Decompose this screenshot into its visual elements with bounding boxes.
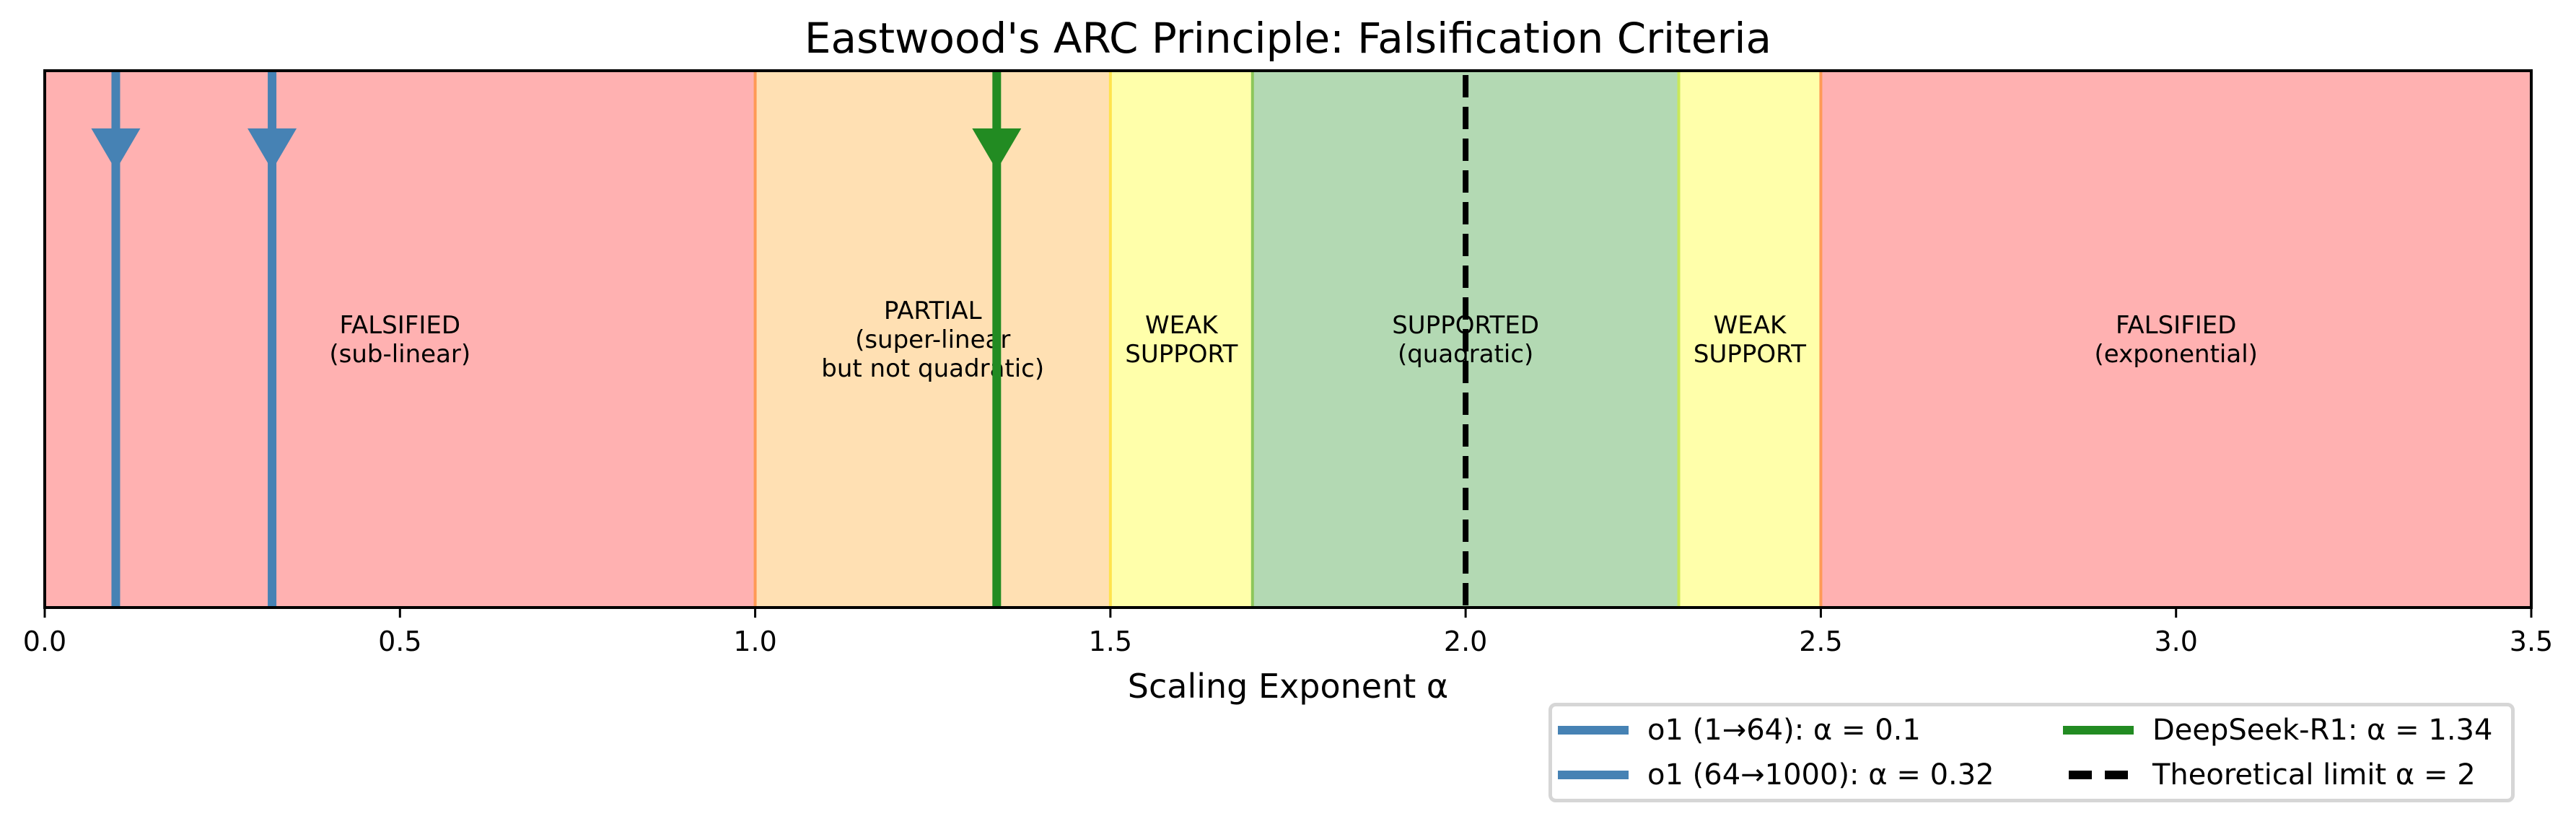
region-band <box>1678 71 1821 608</box>
region-bands <box>45 71 2531 608</box>
axes-frame <box>43 69 2533 609</box>
x-tick-label: 3.5 <box>2510 626 2553 657</box>
region-band <box>1110 71 1253 608</box>
x-axis-ticks: 0.0 0.5 1.0 1.5 2.0 2.5 3.0 3.5 <box>23 608 2553 657</box>
down-arrow-icon <box>972 128 1022 170</box>
region-label: FALSIFIED(sub-linear) <box>329 311 470 369</box>
legend-dashed-swatch <box>2063 771 2134 779</box>
legend-item-theoretical-limit: Theoretical limit α = 2 <box>2063 757 2476 793</box>
legend-item-deepseek-r1: DeepSeek-R1: α = 1.34 <box>2063 712 2492 748</box>
region-band <box>755 71 1110 608</box>
marker-lines <box>91 71 1469 608</box>
region-band <box>1821 71 2531 608</box>
legend-label: Theoretical limit α = 2 <box>2152 758 2476 792</box>
region-band <box>45 71 755 608</box>
x-tick-label: 0.5 <box>378 626 421 657</box>
x-tick-label: 1.0 <box>733 626 776 657</box>
region-labels: FALSIFIED(sub-linear) PARTIAL(super-linea… <box>329 297 2258 383</box>
x-tick-label: 3.0 <box>2154 626 2197 657</box>
x-axis-label: Scaling Exponent α <box>1127 667 1449 706</box>
legend-label: DeepSeek-R1: α = 1.34 <box>2152 714 2493 747</box>
region-label: FALSIFIED(exponential) <box>2094 311 2257 369</box>
legend: o1 (1→64): α = 0.1 o1 (64→1000): α = 0.3… <box>1548 703 2515 802</box>
down-arrow-icon <box>91 128 141 170</box>
x-tick-label: 0.0 <box>23 626 66 657</box>
x-tick-label: 2.5 <box>1799 626 1842 657</box>
x-tick-label: 1.5 <box>1089 626 1132 657</box>
legend-label: o1 (1→64): α = 0.1 <box>1647 714 1921 747</box>
chart-title: Eastwood's ARC Principle: Falsification … <box>804 14 1772 63</box>
legend-label: o1 (64→1000): α = 0.32 <box>1647 758 1994 792</box>
legend-item-o1-1-64: o1 (1→64): α = 0.1 <box>1558 712 1921 748</box>
legend-item-o1-64-1000: o1 (64→1000): α = 0.32 <box>1558 757 1994 793</box>
legend-line-swatch <box>2063 726 2134 735</box>
down-arrow-icon <box>247 128 297 170</box>
x-tick-label: 2.0 <box>1444 626 1487 657</box>
legend-line-swatch <box>1558 771 1629 779</box>
legend-line-swatch <box>1558 726 1629 735</box>
